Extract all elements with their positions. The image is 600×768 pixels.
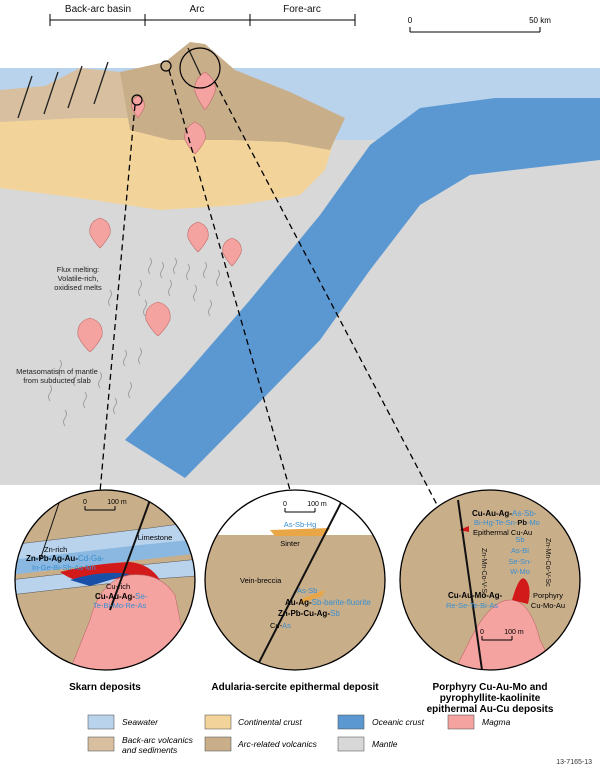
porphyry-panel: Cu-Au-Ag-As-Sb- Bi-Hg-Te-Sn-Pb-Mo Epithe… — [399, 489, 581, 715]
skarn-zn-metals: Zn-Pb-Ag-Au-Cd-Ga- — [26, 554, 105, 563]
zone-header: Back-arc basin Arc Fore-arc — [49, 4, 356, 26]
legend-seawater: Seawater — [122, 717, 159, 727]
skarn-limestone: Limestone — [138, 533, 173, 542]
por-title-3: epithermal Au-Cu deposits — [427, 704, 554, 715]
leader-lines — [99, 69, 446, 521]
back-arc-faults — [17, 47, 203, 119]
epi-as-sb-hg: As-Sb-Hg — [284, 520, 317, 529]
epi-zn-pb: Zn-Pb-Cu-Ag-Sb — [278, 609, 340, 618]
legend-swatch-mantle — [337, 736, 365, 752]
por-top-extra: Bi-Hg-Te-Sn-Pb-Mo — [474, 518, 540, 527]
meta-label-1: Metasomatism of mantle — [16, 367, 98, 376]
flux-label-2: Volatile-rich, — [58, 274, 99, 283]
legend-mantle: Mantle — [372, 739, 398, 749]
por-scale-zero: 0 — [480, 629, 484, 636]
epi-as-sb: As-Sb — [297, 586, 317, 595]
por-title-1: Porphyry Cu-Au-Mo and — [433, 682, 548, 693]
legend-swatch-continental — [204, 714, 232, 730]
por-epithermal: Epithermal Cu-Au — [473, 528, 532, 537]
por-sb: Sb — [515, 535, 524, 544]
oceanic-slab — [125, 98, 600, 478]
skarn-zn-extra: In-Ge-Bi-Sb-As-Mn — [32, 563, 96, 572]
legend-swatch-arc — [204, 736, 232, 752]
por-porphyry-metals: Cu-Mo-Au — [531, 601, 565, 610]
epi-scale-zero: 0 — [283, 501, 287, 508]
por-vert-right: Zn-Mn-Co-V-Sc — [544, 538, 551, 587]
epithermal-panel: 0 100 m As-Sb-Hg Sinter Vein-breccia As-… — [204, 489, 386, 693]
zone-fore-arc-label: Fore-arc — [283, 4, 321, 15]
skarn-title: Skarn deposits — [69, 682, 141, 693]
legend-swatch-magma — [447, 714, 475, 730]
flux-label-3: oxidised melts — [54, 283, 102, 292]
legend-magma: Magma — [482, 717, 511, 727]
por-top-metals: Cu-Au-Ag-As-Sb- — [472, 509, 537, 518]
epi-au-ag: Au-Ag-Sb-barite-fluorite — [285, 598, 371, 607]
skarn-scale-zero: 0 — [83, 499, 87, 506]
skarn-scale-100m: 100 m — [107, 499, 127, 506]
epi-vein-breccia: Vein-breccia — [240, 576, 282, 585]
legend-swatch-seawater — [87, 714, 115, 730]
epi-title: Adularia-sercite epithermal deposit — [211, 682, 379, 693]
legend-swatch-oceanic — [337, 714, 365, 730]
skarn-panel: 0 100 m Limestone Zn-rich Zn-Pb-Ag-Au-Cd… — [14, 489, 196, 693]
por-se-sn: Se-Sn- — [508, 557, 532, 566]
scale-50km: 50 km — [529, 16, 551, 25]
skarn-cu-extra: Te-Bi-Mo-Re-As — [93, 601, 147, 610]
mantle-labels: Flux melting: Volatile-rich, oxidised me… — [16, 265, 102, 385]
epi-sinter: Sinter — [280, 539, 300, 548]
figure-id: 13-7165-13 — [556, 759, 592, 766]
por-low-metals: Cu-Au-Mo-Ag- — [448, 591, 503, 600]
flux-label-1: Flux melting: — [57, 265, 100, 274]
skarn-zn-rich: Zn-rich — [44, 545, 67, 554]
skarn-cu-rich: Cu-rich — [106, 582, 130, 591]
epi-cu: Cu-As — [270, 621, 291, 630]
por-as-bi: As-Bi — [511, 546, 529, 555]
legend-backarc-1: Back-arc volcanics — [122, 735, 194, 745]
por-title-2: pyrophyllite-kaolinite — [440, 693, 541, 704]
por-scale-100m: 100 m — [504, 629, 524, 636]
scale-zero: 0 — [408, 16, 413, 25]
zone-back-arc-label: Back-arc basin — [65, 4, 131, 15]
epi-scale-100m: 100 m — [307, 501, 327, 508]
meta-label-2: from subducted slab — [23, 376, 91, 385]
fluid-lines — [48, 257, 220, 427]
por-porphyry: Porphyry — [533, 591, 563, 600]
back-arc-volcanics — [0, 68, 140, 122]
legend-continental: Continental crust — [238, 717, 302, 727]
por-low-extra: Re-Se-Te-Bi-As — [446, 601, 498, 610]
legend-swatch-backarc — [87, 736, 115, 752]
por-w-mo: W-Mo — [510, 567, 530, 576]
skarn-cu-metals: Cu-Au-Ag-Se- — [95, 592, 148, 601]
callout-circles — [131, 47, 221, 106]
legend-arc: Arc-related volcanics — [237, 739, 318, 749]
magma-bodies — [77, 71, 242, 353]
por-vert-left: Zn-Mn-Co-V-Sc — [480, 548, 487, 597]
legend: Seawater Continental crust Oceanic crust… — [87, 714, 511, 755]
legend-backarc-2: and sediments — [122, 745, 178, 755]
legend-oceanic: Oceanic crust — [372, 717, 425, 727]
cross-section — [0, 42, 600, 521]
arc-volcanics — [120, 42, 345, 150]
main-scale-bar: 0 50 km — [408, 16, 551, 33]
zone-arc-label: Arc — [190, 4, 205, 15]
